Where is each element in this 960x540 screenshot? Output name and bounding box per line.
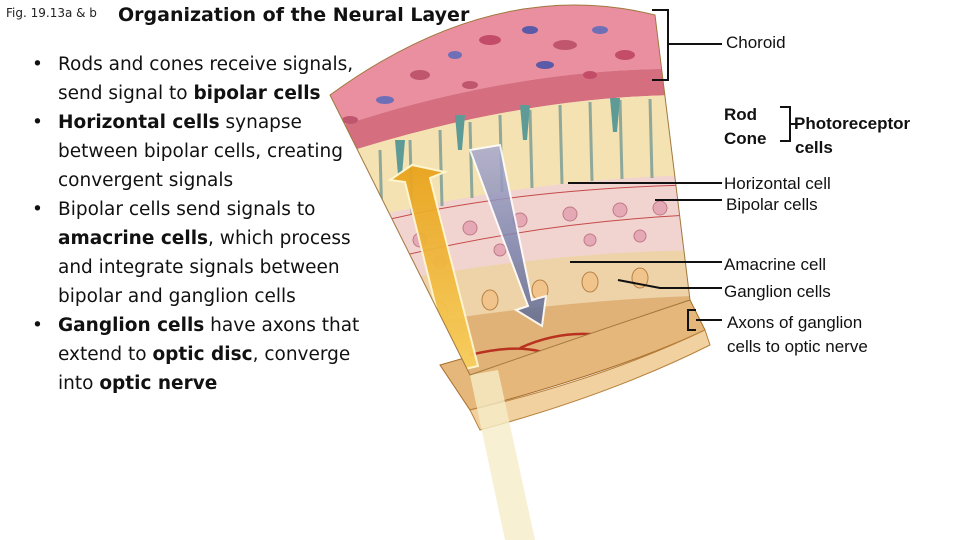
figure-reference: Fig. 19.13a & b	[6, 6, 97, 20]
bullet-bold-text: optic nerve	[99, 373, 218, 394]
choroid-cells	[342, 26, 635, 124]
bullet-bold-text: Ganglion cells	[58, 315, 205, 336]
rod-cone-bracket	[780, 106, 791, 142]
bullet-text: , which process and integrate signals be…	[58, 228, 351, 307]
label-horizontal-cell: Horizontal cell	[724, 174, 831, 193]
label-cone: Cone	[724, 129, 767, 148]
ganglion-leader	[617, 279, 722, 289]
bullet-text: Rods and cones receive signals, send sig…	[58, 54, 354, 104]
bullet-item: Bipolar cells send signals to amacrine c…	[28, 195, 378, 311]
label-photoreceptor-cells: cells	[795, 138, 833, 157]
label-axons-nerve: cells to optic nerve	[727, 337, 868, 356]
fiber-bundle-edge	[469, 329, 711, 431]
bullet-text: , converge into	[58, 344, 351, 394]
bullet-text: have axons that extend to	[58, 315, 360, 365]
bullet-item: Ganglion cells have axons that extend to…	[28, 311, 378, 398]
cones	[395, 98, 620, 175]
bullet-item: Horizontal cells synapse between bipolar…	[28, 108, 378, 195]
bullet-item: Rods and cones receive signals, send sig…	[28, 50, 378, 108]
label-axons: Axons of ganglion	[727, 313, 863, 332]
label-ganglion-cells: Ganglion cells	[724, 282, 831, 301]
label-bipolar-cells: Bipolar cells	[726, 195, 818, 214]
bullet-bold-text: Horizontal cells	[58, 112, 220, 133]
pigment-band	[330, 68, 690, 168]
label-choroid: Choroid	[726, 33, 786, 52]
bullet-bold-text: amacrine cells	[58, 228, 209, 249]
bullet-text: synapse between bipolar cells, creating …	[58, 112, 343, 191]
label-rod: Rod	[724, 105, 758, 124]
bullet-list: Rods and cones receive signals, send sig…	[28, 50, 378, 398]
bullet-bold-text: optic disc	[152, 344, 253, 365]
bullet-bold-text: bipolar cells	[193, 83, 321, 104]
light-beam	[470, 370, 535, 540]
slide-title: Organization of the Neural Layer	[118, 4, 470, 26]
axons-bracket	[687, 309, 696, 331]
signal-arrow	[468, 143, 548, 328]
wedge-outline	[329, 4, 691, 376]
bullet-text: Bipolar cells send signals to	[58, 199, 316, 220]
label-photoreceptor: Photoreceptor	[794, 114, 911, 133]
label-amacrine-cell: Amacrine cell	[724, 255, 827, 274]
leader-lines	[568, 9, 800, 331]
